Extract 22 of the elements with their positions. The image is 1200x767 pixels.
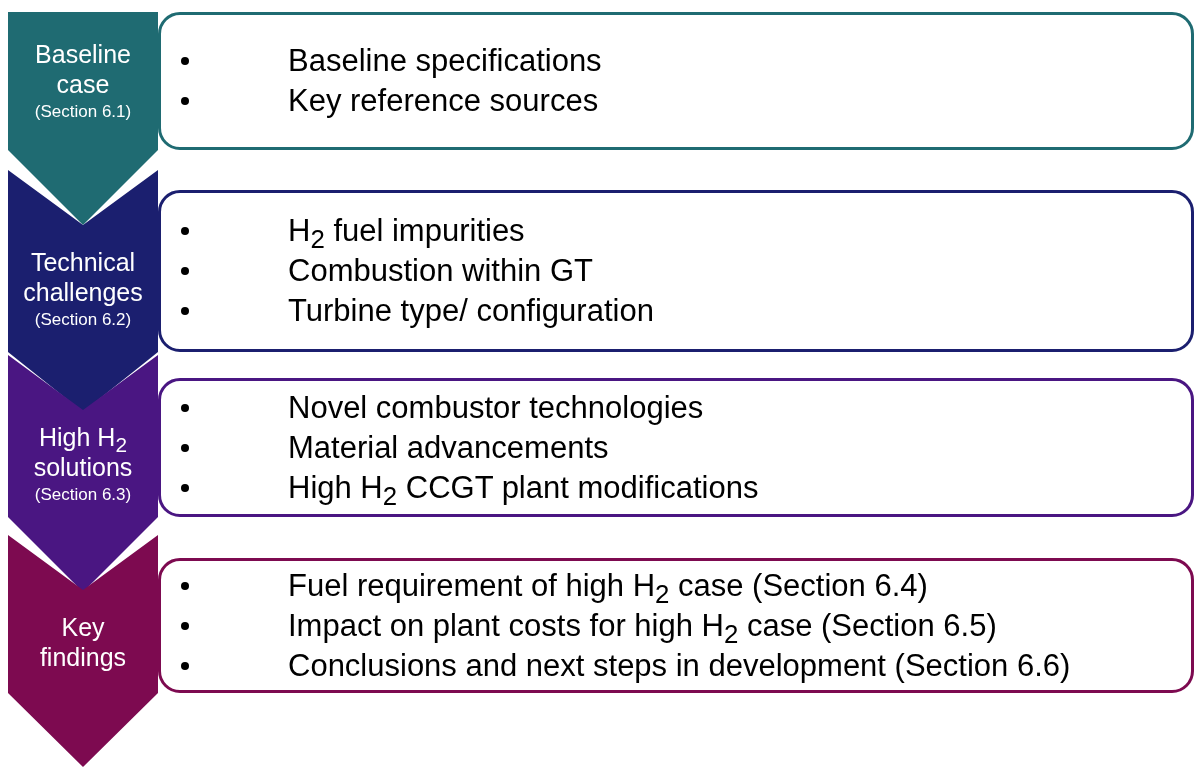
section-reference: (Section 6.1): [34, 101, 132, 123]
stage-title: Key findings: [38, 611, 128, 672]
content-box: [158, 190, 1194, 352]
bullet-item: Conclusions and next steps in development (Section 6.6): [288, 646, 1071, 685]
stage-title: High H$_{2}$ solutions: [32, 421, 134, 482]
bullet-item: H$_{2}$ fuel impurities: [288, 212, 525, 251]
bullet-item: Combustion within GT: [288, 252, 593, 290]
bullet-item: Turbine type/ configuration: [288, 292, 654, 330]
section-reference: (Section 6.3): [34, 483, 132, 506]
bullet-item: Material advancements: [288, 428, 609, 467]
section-reference: (Section 6.2): [34, 308, 132, 331]
bullet-item: Novel combustor technologies: [288, 388, 704, 427]
bullet-item: High H$_{2}$ CCGT plant modifications: [288, 468, 759, 508]
content-box: [158, 378, 1194, 517]
content-box: [158, 12, 1194, 150]
content-box: [158, 558, 1194, 693]
bullet-item: Impact on plant costs for high H$_{2}$ case (Section 6.5): [288, 606, 997, 646]
stage-title: Technical challenges: [22, 246, 144, 307]
bullet-item: Key reference sources: [288, 82, 599, 120]
stage-title: Baseline case: [34, 39, 132, 99]
bullet-item: Fuel requirement of high H$_{2}$ case (Section 6.4): [288, 566, 928, 606]
bullet-item: Baseline specifications: [288, 42, 602, 80]
